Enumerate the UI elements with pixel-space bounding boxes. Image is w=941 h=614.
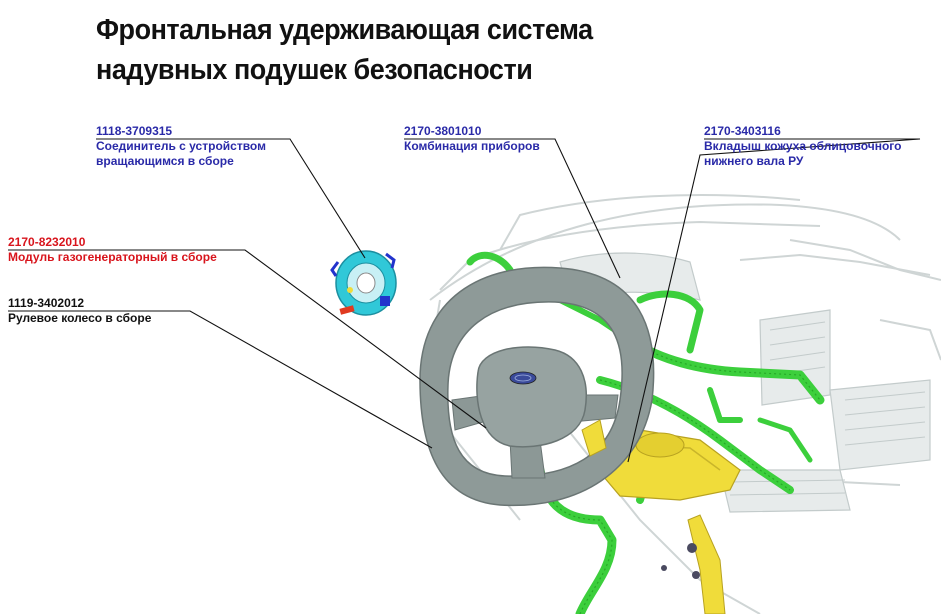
steering-wheel: [419, 266, 655, 507]
callout-part-name-cont: вращающимся в сборе: [96, 154, 234, 168]
vent-grille: [729, 321, 926, 496]
leader-line-steering-wheel: [8, 310, 433, 449]
leader-line-airbag-module: [8, 249, 487, 429]
callout-part-name: Соединитель с устройством: [96, 139, 266, 153]
callout-steering-wheel: 1119-3402012 Рулевое колесо в сборе: [8, 296, 151, 326]
page-title-line2: надувных подушек безопасности: [96, 54, 533, 86]
callout-part-number: 2170-3801010: [404, 124, 482, 138]
leader-line-connector: [96, 138, 366, 259]
page-title: Фронтальная удерживающая система надувны…: [96, 10, 593, 90]
callout-part-number: 2170-3403116: [704, 124, 781, 138]
callout-part-name: Рулевое колесо в сборе: [8, 311, 152, 325]
callout-instrument-cluster: 2170-3801010 Комбинация приборов: [404, 124, 540, 154]
leader-line-instrument-cluster: [404, 138, 621, 279]
callout-part-number: 1119-3402012: [8, 296, 85, 310]
callout-column-cover-insert: 2170-3403116 Вкладыш кожуха облицовочног…: [704, 124, 901, 169]
callout-part-name: Вкладыш кожуха облицовочного: [704, 139, 902, 153]
leader-line-column-cover: [627, 138, 921, 463]
leader-lines: [8, 138, 921, 463]
callout-part-name: Модуль газогенераторный в сборе: [8, 250, 217, 264]
lower-bracket: [661, 514, 726, 614]
callout-part-name-cont: нижнего вала РУ: [704, 154, 804, 168]
callout-part-number: 2170-8232010: [8, 235, 86, 249]
callout-part-number: 1118-3709315: [96, 124, 173, 138]
callout-airbag-module: 2170-8232010 Модуль газогенераторный в с…: [8, 235, 217, 265]
page-title-line1: Фронтальная удерживающая система: [96, 14, 593, 46]
callout-part-name: Комбинация приборов: [404, 139, 540, 153]
callout-clock-spring-connector: 1118-3709315 Соединитель с устройством в…: [96, 124, 266, 169]
clock-spring-connector: [330, 250, 397, 316]
